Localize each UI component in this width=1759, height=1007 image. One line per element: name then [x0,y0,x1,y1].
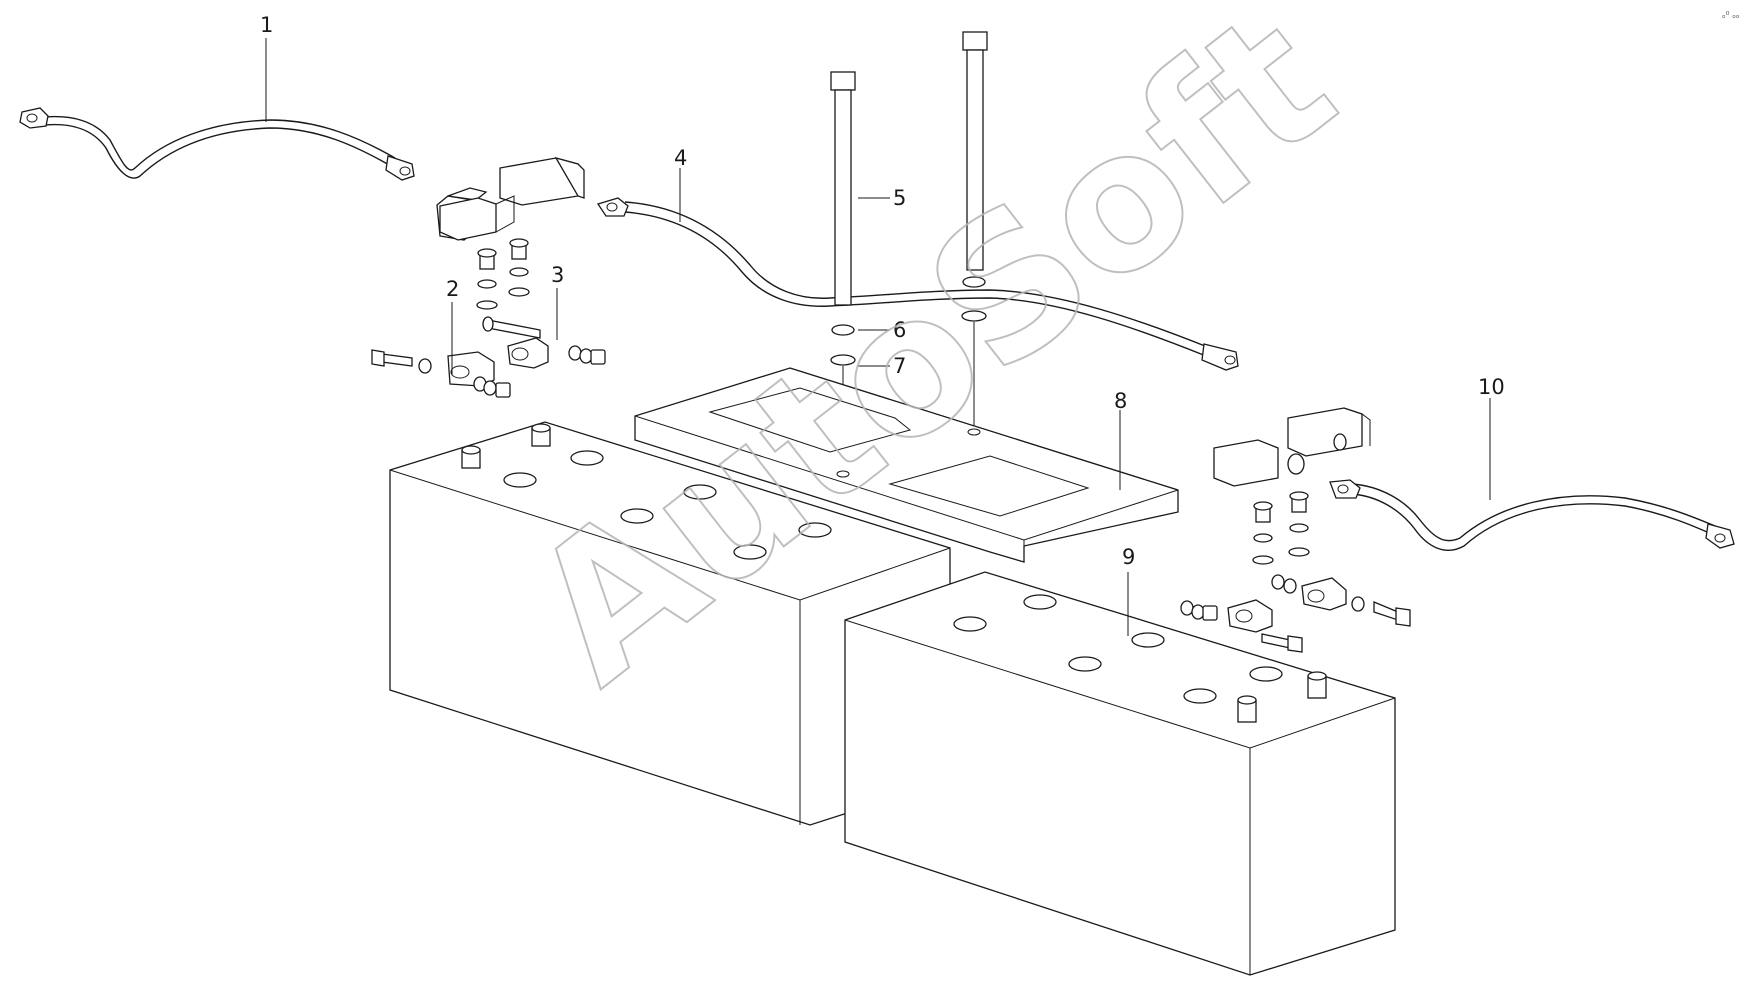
cable-1 [19,107,415,181]
clamp-hardware-right [1180,491,1411,653]
clamp-hardware-left [371,238,606,398]
callouts: 1 2 3 4 5 6 7 8 9 10 [260,13,1505,569]
callout-5: 5 [893,186,906,210]
cable-4 [596,197,1239,371]
battery-right [844,571,1396,976]
callout-2: 2 [446,277,459,301]
terminal-cover-left [436,156,585,241]
callout-3: 3 [551,263,564,287]
callout-4: 4 [674,146,687,170]
callout-10: 10 [1478,375,1505,399]
leader-lines [265,38,1491,636]
terminal-cover-right [1213,407,1371,487]
cable-10 [1329,479,1735,551]
callout-6: 6 [893,318,906,342]
callout-9: 9 [1122,545,1135,569]
callout-8: 8 [1114,389,1127,413]
hold-down-rods [830,31,988,472]
callout-1: 1 [260,13,273,37]
corner-mark: ₒ⁰ ₒₒ [1722,11,1740,21]
hold-down-plate [634,367,1179,563]
callout-7: 7 [893,354,906,378]
